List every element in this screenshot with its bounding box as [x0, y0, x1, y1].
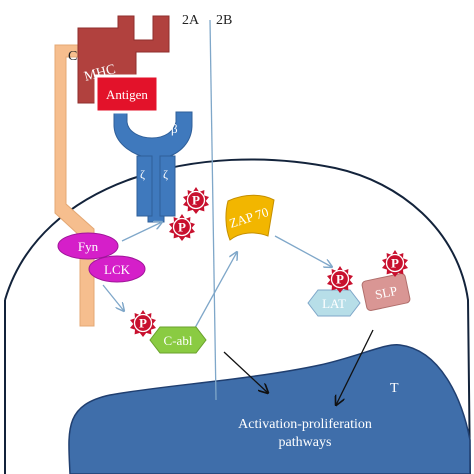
- fyn-label: Fyn: [78, 239, 99, 254]
- lck-label: LCK: [104, 262, 131, 277]
- zeta-right-label: ζ: [163, 167, 168, 181]
- panel-divider: [209, 19, 217, 401]
- zap70-kinase: [225, 194, 275, 241]
- outcome-label-line1: Activation-proliferation: [238, 417, 372, 432]
- panel-label-2a: 2A: [182, 13, 200, 28]
- phosphate-marker: P: [327, 266, 353, 293]
- phosphate-marker: P: [130, 310, 156, 337]
- tcr-alpha-beta: [113, 111, 193, 223]
- svg-text:P: P: [336, 272, 344, 287]
- antigen-label: Antigen: [106, 87, 148, 102]
- antigen: [94, 74, 160, 114]
- tcr-zeta-left: [136, 155, 153, 217]
- lat-label: LAT: [322, 296, 346, 311]
- svg-text:P: P: [178, 220, 186, 235]
- phosphate-marker: P: [183, 187, 209, 214]
- phosphate-marker: P: [382, 250, 408, 277]
- slp-protein: [361, 272, 411, 312]
- zeta-left-label: ζ: [140, 167, 145, 181]
- outcome-label-line2: pathways: [279, 435, 332, 450]
- arrow-slp-to-pathways: [336, 329, 374, 405]
- svg-text:P: P: [192, 193, 200, 208]
- cabl-label: C-abl: [164, 333, 193, 348]
- panel-label-2b: 2B: [216, 13, 232, 28]
- t-cell-label: T: [390, 381, 399, 396]
- arrow-cabl-to-zap70: [189, 252, 237, 338]
- lck-kinase: [88, 255, 146, 283]
- phosphate-marker: P: [169, 214, 195, 241]
- arrow-fyn-to-zeta: [121, 222, 162, 242]
- nucleus: [68, 344, 471, 474]
- arrow-cabl-to-pathways: [223, 351, 268, 393]
- cell-membrane: [4, 158, 471, 474]
- lat-protein: [307, 289, 361, 317]
- arrow-lck-to-cabl: [102, 284, 124, 311]
- arrow-zap70-to-lat: [274, 235, 332, 267]
- cabl-kinase: [149, 326, 207, 354]
- tcr-zeta-right: [159, 155, 176, 217]
- slp-label: SLP: [374, 283, 399, 302]
- svg-text:P: P: [139, 316, 147, 331]
- alpha-label: α: [137, 121, 144, 136]
- svg-text:P: P: [391, 256, 399, 271]
- beta-label: β: [171, 121, 178, 136]
- fyn-kinase: [57, 232, 119, 260]
